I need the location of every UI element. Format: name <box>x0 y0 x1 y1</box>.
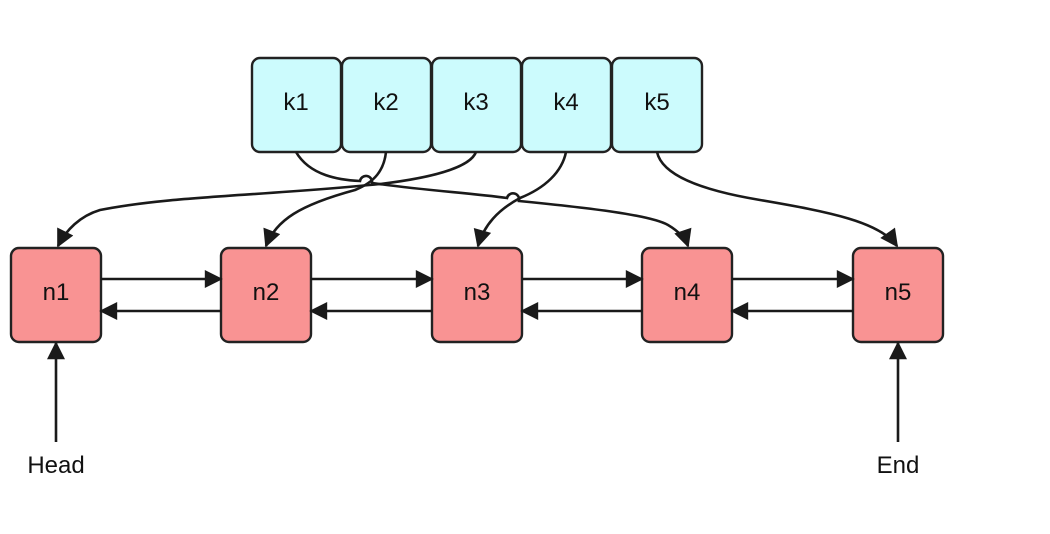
node-n2: n2 <box>219 246 313 344</box>
node-n2-label: n2 <box>253 279 280 306</box>
end-label: End <box>877 452 920 479</box>
list-links <box>99 270 855 320</box>
node-n3: n3 <box>430 246 524 344</box>
arrow-k4-to-n3 <box>473 151 568 248</box>
arrow-k1-to-n4 <box>294 151 692 248</box>
key-row: k1 k2 k3 k4 k5 <box>250 56 704 154</box>
end-pointer: End <box>877 341 920 479</box>
key-k4-label: k4 <box>553 89 578 116</box>
key-k3-label: k3 <box>463 89 488 116</box>
node-n4: n4 <box>640 246 734 344</box>
arrow-k5-to-n5 <box>655 151 899 248</box>
node-row: n1 n2 n3 n4 n5 <box>9 246 945 344</box>
head-label: Head <box>27 452 84 479</box>
node-n4-label: n4 <box>674 279 701 306</box>
node-n3-label: n3 <box>464 279 491 306</box>
key-k5-label: k5 <box>644 89 669 116</box>
key-k1: k1 <box>250 56 343 154</box>
head-pointer: Head <box>27 341 85 479</box>
node-n5: n5 <box>851 246 945 344</box>
key-k1-label: k1 <box>283 89 308 116</box>
key-k4: k4 <box>520 56 613 154</box>
node-n1-label: n1 <box>43 279 70 306</box>
arrow-k2-to-n2 <box>263 151 388 248</box>
mapping-arrows <box>56 151 899 248</box>
key-k2: k2 <box>340 56 433 154</box>
arrow-k3-to-n1 <box>56 151 478 248</box>
key-k5: k5 <box>610 56 704 154</box>
key-k3: k3 <box>430 56 523 154</box>
node-n1: n1 <box>9 246 103 344</box>
node-n5-label: n5 <box>885 279 912 306</box>
key-k2-label: k2 <box>373 89 398 116</box>
